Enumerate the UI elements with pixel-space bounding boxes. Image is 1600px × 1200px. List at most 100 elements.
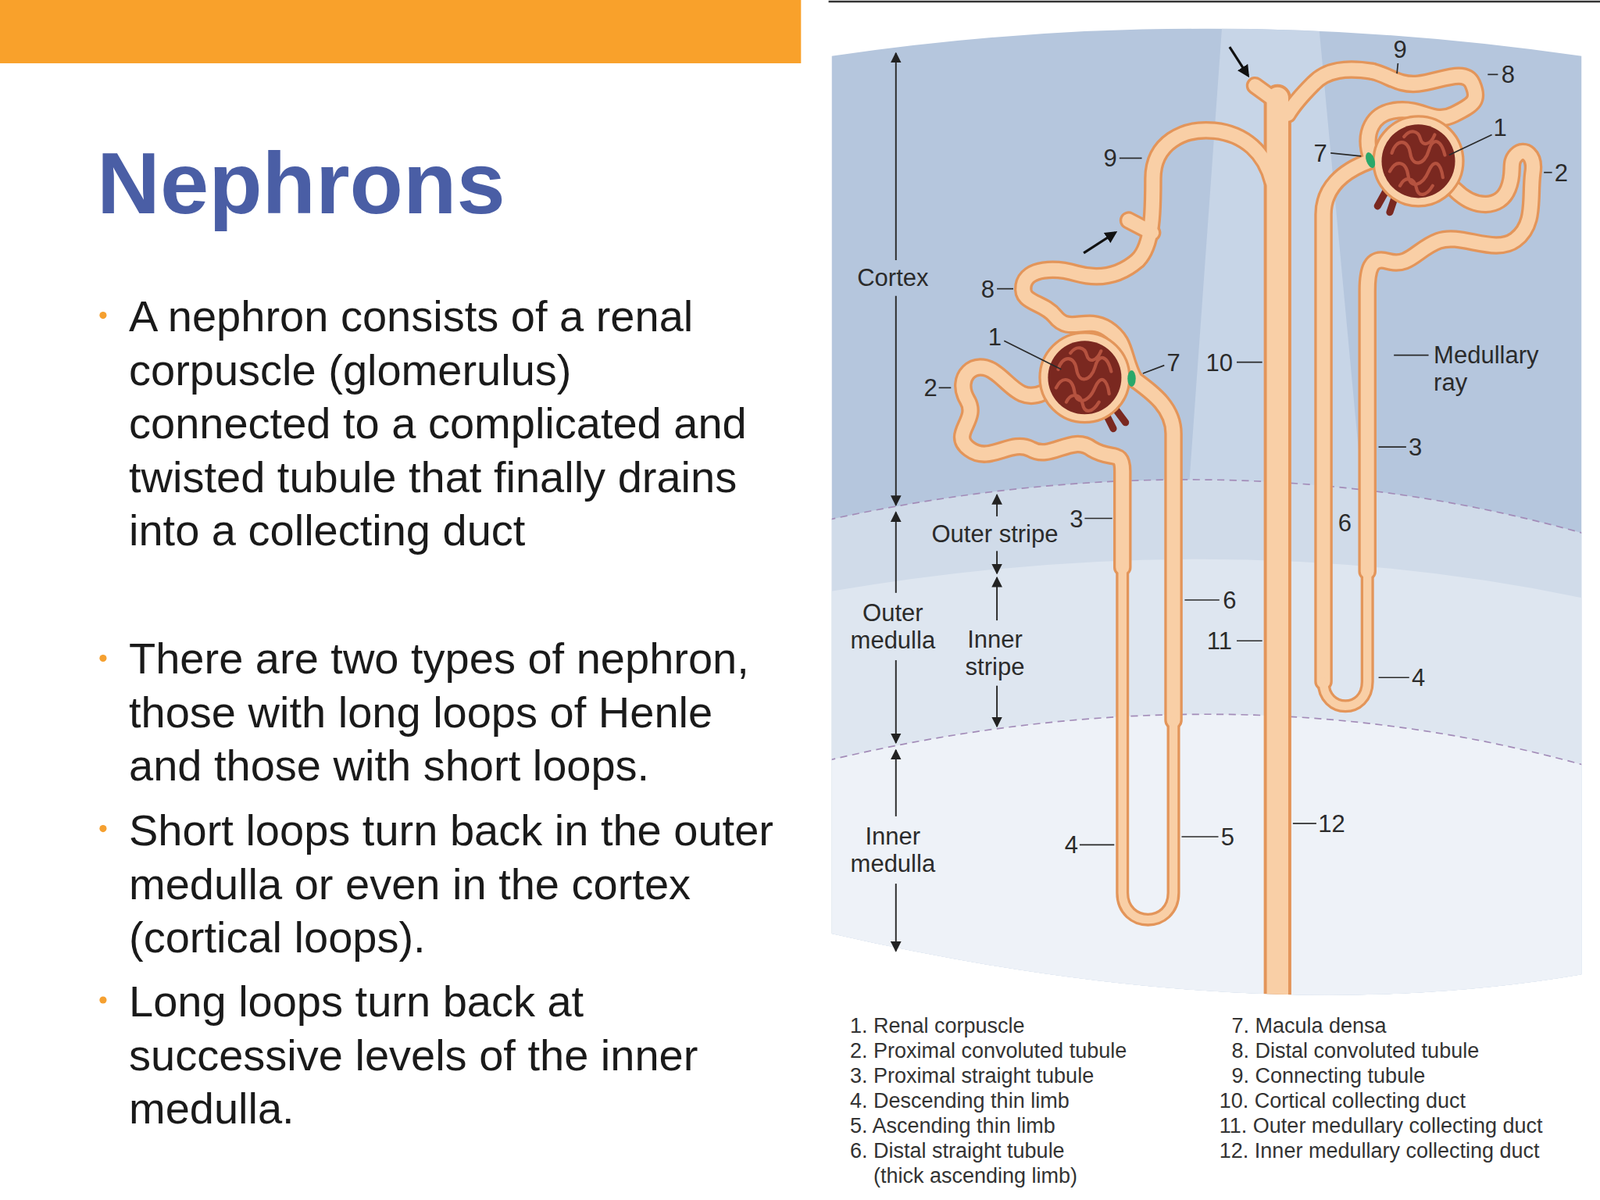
tubule bbox=[1323, 160, 1370, 682]
callout-number: 4 bbox=[1064, 831, 1079, 859]
leader-line bbox=[1378, 676, 1410, 679]
junction-arrow bbox=[1083, 232, 1115, 254]
tubule bbox=[1323, 571, 1368, 706]
callout-number: 12 bbox=[1317, 810, 1345, 838]
dimension-line bbox=[895, 296, 897, 506]
region-label: Cortex bbox=[857, 264, 929, 292]
callout-number: 6 bbox=[1222, 586, 1236, 615]
key-item: 6. Distal straight tubule (thick ascendi… bbox=[850, 1138, 1093, 1189]
region-label: Medullary ray bbox=[1433, 341, 1559, 397]
dimension-line bbox=[895, 660, 897, 743]
cortex-band bbox=[816, 0, 1600, 1041]
zone-boundary bbox=[816, 714, 1593, 768]
leader-line bbox=[1119, 157, 1143, 160]
callout-number: 3 bbox=[1408, 433, 1422, 461]
junction-arrow bbox=[1229, 46, 1249, 76]
key-item: 11. Outer medullary collecting duct bbox=[1219, 1113, 1543, 1139]
region-label: Outer stripe bbox=[931, 520, 1058, 548]
key-item: 2. Proximal convoluted tubule bbox=[850, 1038, 1127, 1064]
leader-line bbox=[1003, 340, 1061, 370]
leader-line bbox=[1378, 446, 1407, 448]
leader-line bbox=[1487, 73, 1498, 75]
header-bar bbox=[0, 0, 801, 64]
key-item: 4. Descending thin limb bbox=[850, 1088, 1070, 1114]
dimension-line bbox=[996, 494, 998, 516]
dimension-line bbox=[895, 750, 897, 817]
bowman-capsule bbox=[1039, 332, 1130, 423]
tubule bbox=[1128, 220, 1153, 233]
callout-number: 7 bbox=[1166, 348, 1180, 376]
leader-line bbox=[1079, 844, 1115, 847]
macula-densa bbox=[1364, 150, 1378, 169]
tubule-outline bbox=[1287, 69, 1372, 115]
top-rule bbox=[828, 0, 1600, 4]
leader-line bbox=[1184, 599, 1219, 601]
callout-number: 9 bbox=[1392, 35, 1407, 63]
inner-stripe-band bbox=[816, 559, 1593, 1042]
callout-number: 8 bbox=[1501, 60, 1515, 89]
key-item: 9. Connecting tubule bbox=[1231, 1063, 1425, 1089]
key-item: 3. Proximal straight tubule bbox=[850, 1063, 1094, 1089]
leader-line bbox=[1181, 835, 1218, 838]
leader-line bbox=[1393, 354, 1429, 357]
leader-line bbox=[1142, 365, 1165, 374]
key-item: 5. Ascending thin limb bbox=[850, 1113, 1056, 1139]
collecting-duct-outline bbox=[1264, 97, 1292, 1015]
callout-number: 11 bbox=[1207, 627, 1233, 655]
tubule-outline bbox=[1122, 567, 1174, 920]
slide-title: Nephrons bbox=[96, 139, 506, 228]
tubule bbox=[1287, 69, 1372, 115]
callout-number: 7 bbox=[1313, 139, 1327, 167]
leader-line bbox=[1543, 171, 1552, 174]
callout-number: 3 bbox=[1069, 504, 1083, 533]
key-item: 12. Inner medullary collecting duct bbox=[1219, 1138, 1540, 1164]
dimension-line bbox=[996, 577, 998, 621]
dimension-line bbox=[996, 685, 998, 727]
leader-line bbox=[939, 386, 952, 389]
bullet-dot bbox=[99, 311, 107, 319]
tubule-outline bbox=[1134, 379, 1174, 721]
inner-medulla-band bbox=[816, 714, 1593, 1041]
tubule-outline bbox=[1137, 130, 1272, 261]
leader-line bbox=[1396, 63, 1398, 74]
macula-densa bbox=[1127, 370, 1136, 387]
dimension-line bbox=[996, 550, 998, 574]
bullet-text: A nephron consists of a renal corpuscle … bbox=[128, 289, 781, 558]
bullet-dot bbox=[99, 654, 107, 662]
leader-line bbox=[1236, 361, 1263, 364]
callout-number: 1 bbox=[1492, 114, 1507, 142]
bullet-dot bbox=[99, 825, 107, 833]
tubule bbox=[1137, 130, 1272, 261]
callout-number: 9 bbox=[1103, 144, 1117, 172]
leader-line bbox=[996, 288, 1014, 290]
glomerulus-tuft bbox=[1381, 124, 1455, 198]
region-label: Outer medulla bbox=[842, 599, 944, 654]
leader-line bbox=[1330, 153, 1361, 157]
region-label: Inner medulla bbox=[842, 822, 944, 878]
bullet-text: Long loops turn back at successive level… bbox=[128, 975, 781, 1136]
leader-line bbox=[1236, 639, 1263, 642]
bullet-text: Short loops turn back in the outer medul… bbox=[128, 803, 781, 965]
callout-number: 2 bbox=[924, 374, 938, 402]
key-item: 1. Renal corpuscle bbox=[850, 1013, 1025, 1039]
callout-number: 5 bbox=[1221, 823, 1235, 851]
callout-number: 1 bbox=[988, 323, 1002, 351]
leader-line bbox=[1449, 134, 1493, 155]
leader-line bbox=[1292, 822, 1317, 825]
bowman-capsule bbox=[1373, 116, 1464, 207]
capillary-loops bbox=[1389, 131, 1446, 195]
glomerulus-tuft bbox=[1047, 340, 1122, 415]
tubule bbox=[1134, 379, 1174, 721]
key-item: 10. Cortical collecting duct bbox=[1219, 1088, 1466, 1114]
dimension-line bbox=[895, 512, 897, 593]
dimension-line bbox=[895, 53, 897, 261]
callout-number: 6 bbox=[1338, 508, 1352, 536]
callout-number: 4 bbox=[1411, 664, 1425, 692]
outer-stripe-band bbox=[816, 479, 1593, 1041]
bullet-text: There are two types of nephron, those wi… bbox=[128, 632, 781, 793]
callout-number: 10 bbox=[1206, 348, 1233, 376]
key-item: 7. Macula densa bbox=[1231, 1013, 1386, 1039]
key-item: 8. Distal convoluted tubule bbox=[1231, 1038, 1479, 1064]
capillary-loops bbox=[1056, 347, 1112, 411]
tubule bbox=[1122, 567, 1174, 920]
